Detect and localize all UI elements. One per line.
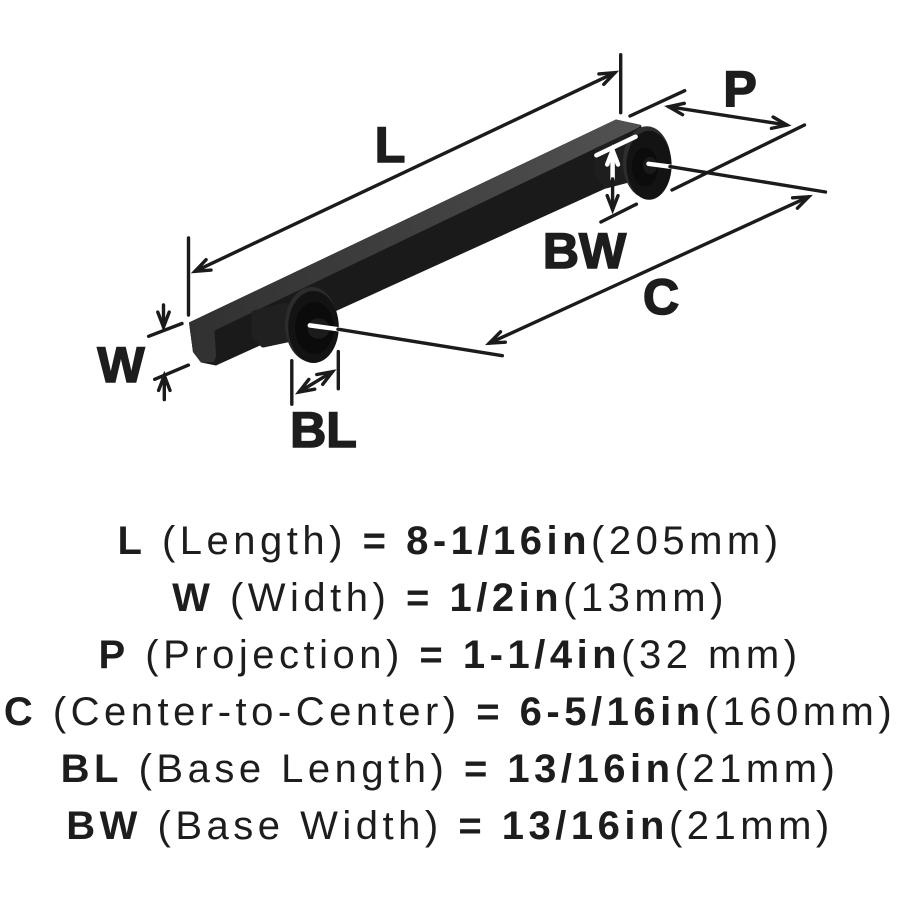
svg-text:P: P	[723, 61, 756, 117]
svg-text:C: C	[643, 269, 679, 325]
svg-text:W: W	[97, 337, 145, 393]
svg-text:BL: BL	[290, 402, 357, 458]
svg-text:BW: BW	[543, 223, 627, 279]
svg-text:L: L	[375, 117, 406, 173]
